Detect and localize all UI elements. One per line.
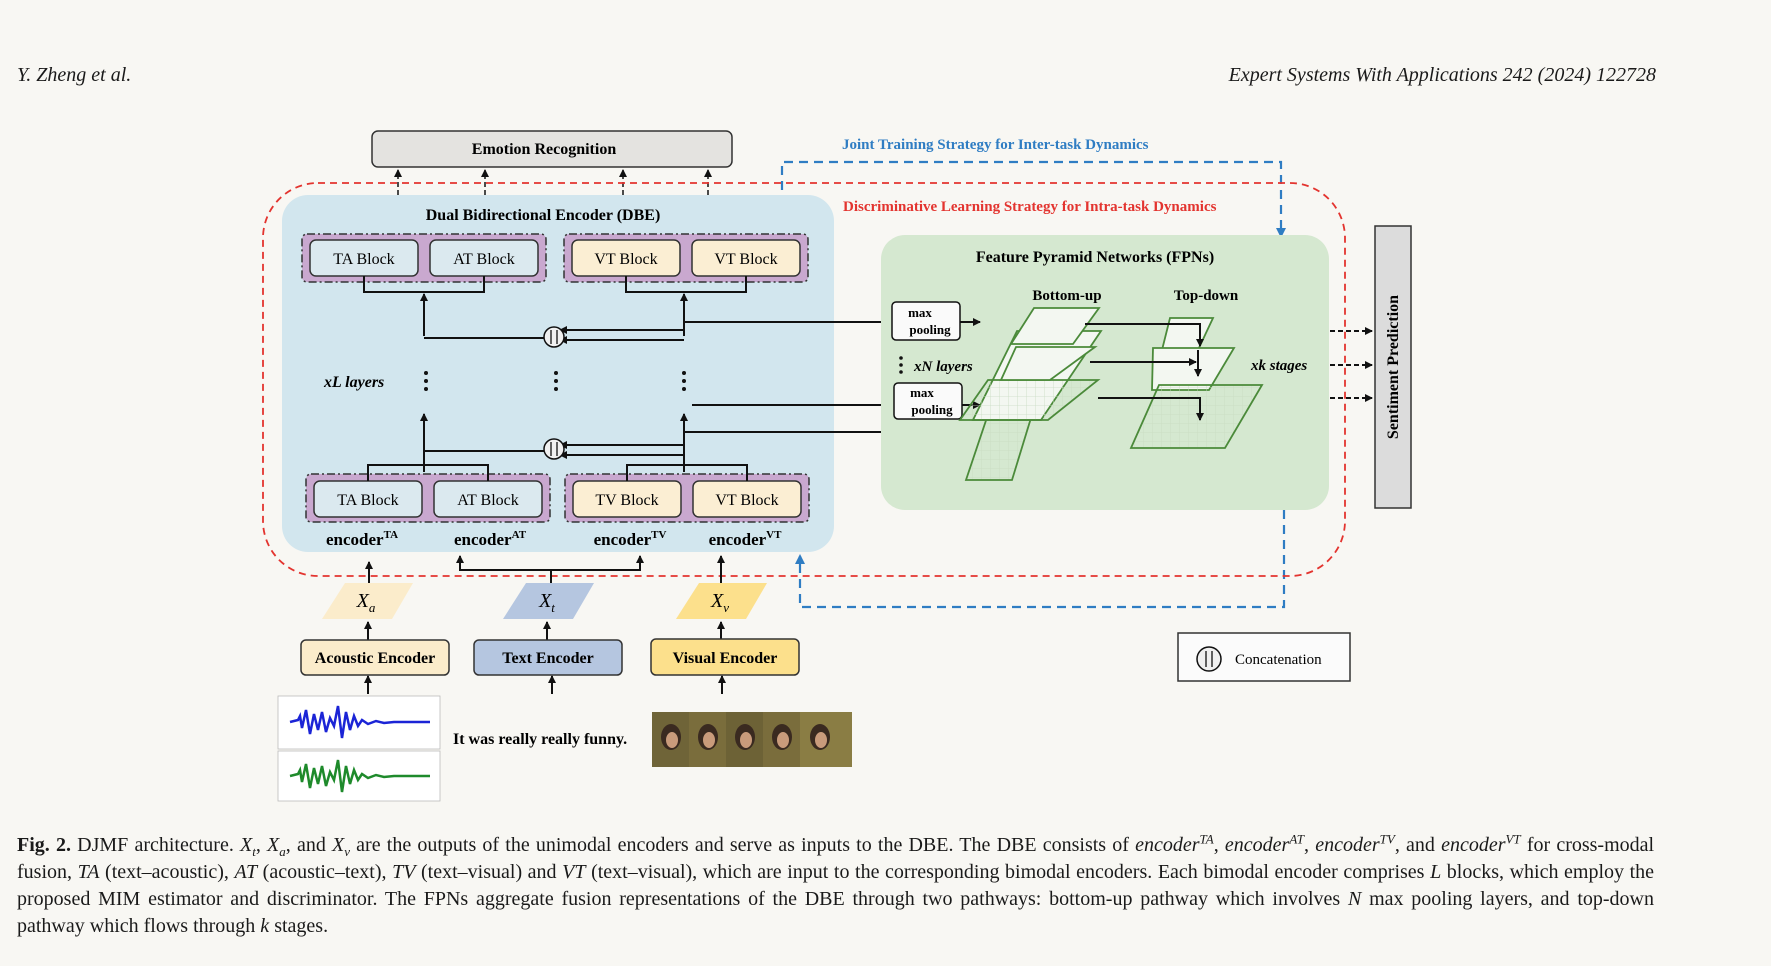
encoder-tv-label: encoderTV (594, 529, 667, 549)
bottom-block-3-label: TV Block (595, 492, 658, 509)
dbe-ellipsis (424, 371, 686, 391)
svg-text:pooling: pooling (911, 402, 953, 417)
dbe-title: Dual Bidirectional Encoder (DBE) (426, 207, 661, 224)
visual-encoder-box: Visual Encoder (650, 638, 800, 676)
caption-label: Fig. 2. (17, 834, 71, 856)
encoder-at-label: encoderAT (454, 529, 527, 549)
video-frames-image (652, 712, 852, 767)
top-block-2: AT Block (429, 239, 539, 277)
bottom-up-label: Bottom-up (1032, 288, 1101, 304)
svg-text:Xt: Xt (538, 590, 555, 615)
dbe-panel (282, 195, 834, 552)
max-pooling-box-1: max pooling (891, 301, 961, 341)
emotion-recognition-box: Emotion Recognition (371, 130, 733, 168)
joint-training-path (780, 160, 1286, 609)
max-pooling-box-2: max pooling (893, 382, 963, 420)
running-header-authors: Y. Zheng et al. (17, 64, 132, 86)
top-block-1-label: TA Block (333, 251, 394, 268)
xl-layers-label: xL layers (323, 374, 384, 391)
bottom-block-2: AT Block (433, 480, 543, 518)
emotion-recognition-label: Emotion Recognition (472, 141, 617, 158)
input-xa: Xa (322, 583, 413, 619)
svg-text:Xa: Xa (356, 590, 376, 615)
acoustic-encoder-box: Acoustic Encoder (300, 639, 450, 676)
cross-arrows (1085, 323, 1204, 421)
bottom-block-2-label: AT Block (457, 492, 518, 509)
figure-caption: Fig. 2. DJMF architecture. Xt, Xa, and X… (17, 831, 1655, 937)
encoder-ta-label: encoderTA (326, 529, 398, 549)
sentiment-arrows (1330, 327, 1373, 402)
architecture-figure: Emotion Recognition Joint Training Strat… (262, 130, 1412, 802)
running-header-journal: Expert Systems With Applications 242 (20… (1228, 64, 1656, 86)
acoustic-waveform-image (277, 695, 441, 802)
encoder-vt-label: encoderVT (709, 529, 783, 549)
top-block-4: VT Block (691, 239, 801, 277)
top-block-1: TA Block (309, 239, 419, 277)
input-xv: Xv (676, 583, 767, 619)
caption-title: DJMF architecture. (77, 834, 234, 856)
discriminative-boundary (262, 182, 1346, 577)
bottom-block-1: TA Block (313, 480, 423, 518)
sentiment-prediction-box: Sentiment Prediction (1374, 225, 1412, 509)
dbe-connectors (363, 276, 890, 481)
svg-text:max: max (908, 305, 932, 320)
svg-text:Xv: Xv (710, 590, 729, 615)
xn-dots (899, 356, 903, 374)
bottom-block-4: VT Block (692, 480, 802, 518)
input-arrows (364, 555, 726, 694)
bottom-block-1-label: TA Block (337, 492, 398, 509)
svg-text:Visual Encoder: Visual Encoder (673, 650, 778, 667)
top-block-2-label: AT Block (453, 251, 514, 268)
svg-text:Text Encoder: Text Encoder (502, 650, 593, 667)
input-xt: Xt (503, 583, 594, 619)
svg-text:Acoustic Encoder: Acoustic Encoder (315, 650, 435, 667)
svg-text:max: max (910, 385, 934, 400)
top-block-3: VT Block (571, 239, 681, 277)
concatenation-legend: Concatenation (1177, 632, 1351, 682)
top-down-pyramid (1129, 317, 1264, 449)
text-encoder-box: Text Encoder (473, 639, 623, 676)
fpn-title: Feature Pyramid Networks (FPNs) (976, 249, 1214, 266)
discriminative-label: Discriminative Learning Strategy for Int… (843, 199, 1217, 215)
sentiment-prediction-label: Sentiment Prediction (1385, 295, 1402, 439)
top-block-4-label: VT Block (714, 251, 777, 268)
concat-node-bottom (543, 438, 565, 460)
svg-text:pooling: pooling (909, 322, 951, 337)
joint-training-label: Joint Training Strategy for Inter-task D… (842, 137, 1149, 153)
bottom-block-4-label: VT Block (715, 492, 778, 509)
xk-stages-label: xk stages (1250, 358, 1307, 374)
concatenation-label: Concatenation (1235, 652, 1322, 668)
top-down-label: Top-down (1174, 288, 1239, 304)
bottom-block-3: TV Block (572, 480, 682, 518)
top-block-3-label: VT Block (594, 251, 657, 268)
xn-layers-label: xN layers (913, 359, 973, 375)
concat-node-top (543, 326, 565, 348)
bottom-up-pyramid (958, 307, 1103, 481)
sample-text: It was really really funny. (453, 731, 627, 748)
